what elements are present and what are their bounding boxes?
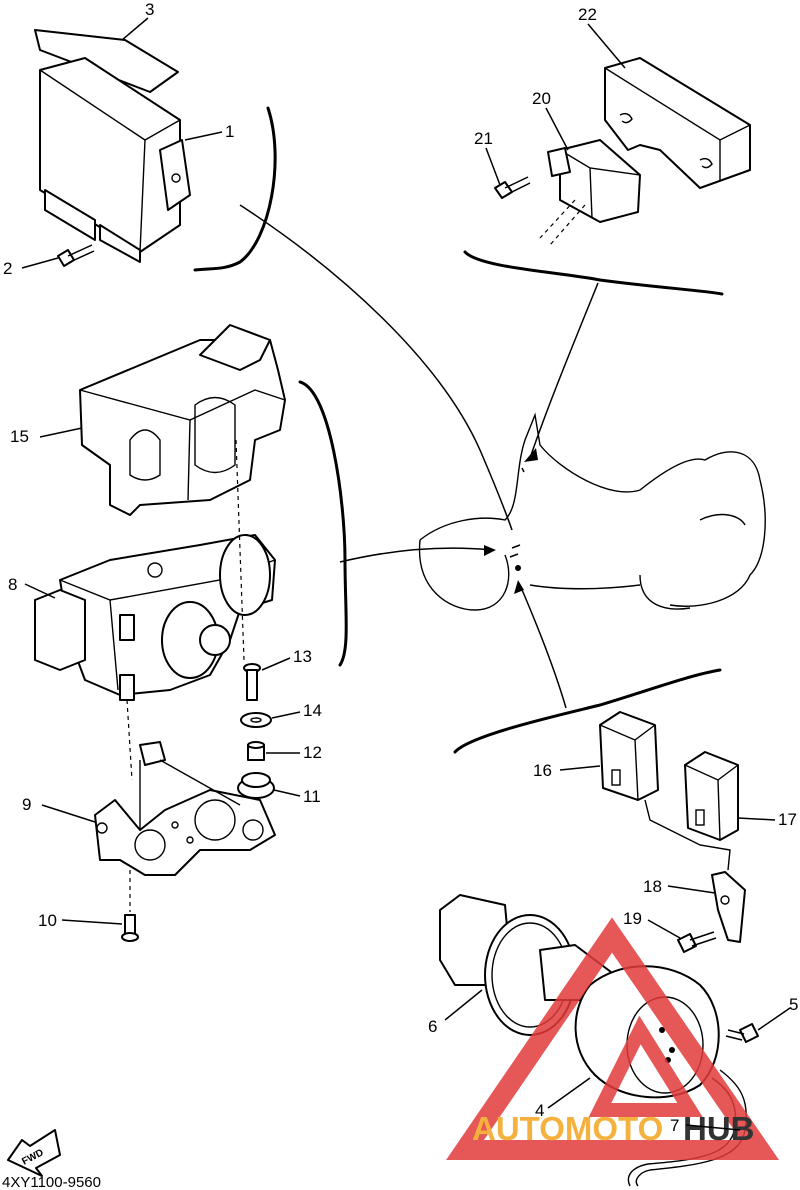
callout-7: 7 [670, 1116, 679, 1135]
callout-3: 3 [145, 0, 154, 19]
part-11-grommet [237, 772, 275, 799]
callout-leaders [21, 17, 791, 1131]
callout-10: 10 [38, 911, 57, 930]
part-15-cover [79, 324, 286, 516]
leader-hydraulic [339, 547, 493, 563]
part-21-screw [494, 176, 531, 199]
callout-18: 18 [643, 877, 662, 896]
part-18-bracket [711, 871, 746, 943]
group-bracket-ecu [193, 106, 277, 272]
group-bracket-hydraulic [298, 380, 348, 667]
callout-4: 4 [535, 1101, 544, 1120]
diagram-code: 4XY1100-9560 [2, 1174, 101, 1190]
part-5-screw [725, 1023, 759, 1043]
callout-21: 21 [474, 129, 493, 148]
motorcycle-outline [418, 412, 766, 611]
part-2-bolt [57, 244, 95, 267]
part-10-bolt [121, 870, 139, 942]
group-bracket-relays [453, 668, 722, 754]
callout-17: 17 [778, 810, 797, 829]
part-16-relay [599, 711, 659, 801]
part-17-relay [684, 751, 739, 841]
part-14-washer [240, 712, 272, 728]
callout-1: 1 [225, 122, 234, 141]
callout-14: 14 [303, 701, 322, 720]
leader-ecu [239, 204, 513, 531]
part-8-hydraulic-unit [34, 439, 276, 781]
fwd-arrow: FWD [7, 1129, 61, 1177]
watermark-text-main: AUTOMOTO [472, 1110, 663, 1147]
part-12-collar [247, 741, 265, 761]
leader-sensor [529, 282, 599, 459]
leader-relays [519, 584, 567, 709]
watermark-logo [446, 917, 780, 1160]
part-3-pad [34, 29, 179, 93]
part-9-bracket [94, 741, 276, 876]
callout-22: 22 [578, 5, 597, 24]
part-1-control-unit [39, 57, 191, 263]
part-13-bolt [243, 663, 261, 701]
callout-9: 9 [22, 795, 31, 814]
callout-2: 2 [3, 259, 12, 278]
relay-harness [644, 799, 731, 871]
callout-8: 8 [8, 575, 17, 594]
part-19-screw [677, 931, 717, 953]
callout-19: 19 [623, 909, 642, 928]
callout-20: 20 [532, 89, 551, 108]
part-22-cover [604, 57, 751, 189]
callout-5: 5 [789, 995, 798, 1014]
callout-12: 12 [303, 743, 322, 762]
part-20-sensor [539, 139, 641, 246]
callout-16: 16 [533, 761, 552, 780]
callout-11: 11 [303, 787, 321, 806]
callout-6: 6 [428, 1017, 437, 1036]
callout-13: 13 [293, 647, 312, 666]
callout-15: 15 [10, 427, 29, 446]
group-bracket-sensor [463, 250, 724, 296]
